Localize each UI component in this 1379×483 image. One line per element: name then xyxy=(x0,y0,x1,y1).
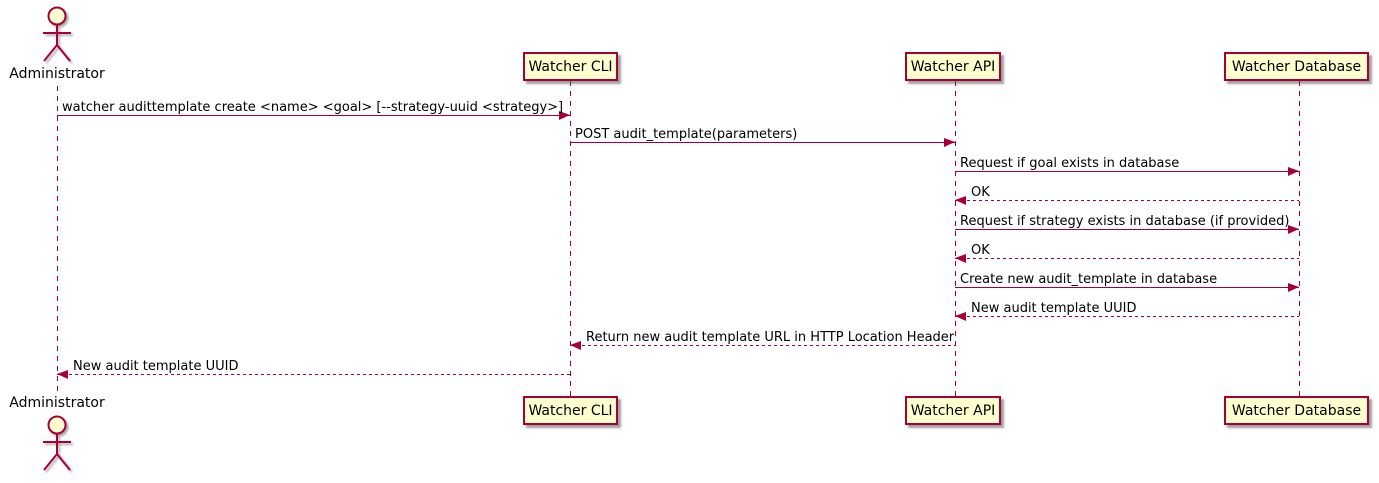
arrowhead-icon xyxy=(570,341,581,350)
participant-watcher-cli-bottom: Watcher CLI xyxy=(523,396,618,425)
message-line xyxy=(955,171,1299,172)
participant-watcher-cli-top: Watcher CLI xyxy=(523,52,618,81)
arrowhead-icon xyxy=(559,111,570,120)
message-line xyxy=(955,258,1299,259)
message-return-url-location-header: Return new audit template URL in HTTP Lo… xyxy=(570,330,955,350)
message-line xyxy=(955,229,1299,230)
actor-label-administrator-bottom: Administrator xyxy=(9,395,105,411)
actor-icon xyxy=(43,6,71,62)
lifeline-watcher-database xyxy=(1299,81,1300,396)
message-label: Request if goal exists in database xyxy=(960,156,1180,171)
lifeline-watcher-cli xyxy=(570,81,571,396)
message-line xyxy=(955,316,1299,317)
arrowhead-icon xyxy=(1288,283,1299,292)
message-label: POST audit_template(parameters) xyxy=(575,127,798,142)
message-label: New audit template UUID xyxy=(971,301,1137,316)
message-line xyxy=(57,374,570,375)
message-label: watcher audittemplate create <name> <goa… xyxy=(62,100,564,115)
arrowhead-icon xyxy=(1288,225,1299,234)
message-line xyxy=(955,200,1299,201)
message-label: OK xyxy=(971,185,990,200)
message-line xyxy=(955,287,1299,288)
message-label: New audit template UUID xyxy=(73,359,239,374)
message-label: Return new audit template URL in HTTP Lo… xyxy=(586,330,955,345)
message-strategy-ok: OK xyxy=(955,243,1299,263)
message-request-goal-exists: Request if goal exists in database xyxy=(955,156,1299,176)
message-new-audit-template-uuid-admin: New audit template UUID xyxy=(57,359,570,379)
arrowhead-icon xyxy=(1288,167,1299,176)
actor-label-administrator-top: Administrator xyxy=(9,66,105,82)
message-line xyxy=(57,115,570,116)
message-line xyxy=(570,142,955,143)
arrowhead-icon xyxy=(955,196,966,205)
arrowhead-icon xyxy=(944,138,955,147)
participant-watcher-database-top: Watcher Database xyxy=(1224,52,1369,81)
message-cli-create-audittemplate: watcher audittemplate create <name> <goa… xyxy=(57,100,570,120)
message-new-audit-template-uuid-db: New audit template UUID xyxy=(955,301,1299,321)
message-create-audit-template-db: Create new audit_template in database xyxy=(955,272,1299,292)
message-label: OK xyxy=(971,243,990,258)
lifeline-watcher-api xyxy=(955,81,956,396)
message-line xyxy=(570,345,955,346)
message-label: Create new audit_template in database xyxy=(960,272,1218,287)
arrowhead-icon xyxy=(955,312,966,321)
message-label: Request if strategy exists in database (… xyxy=(960,214,1290,229)
participant-watcher-api-bottom: Watcher API xyxy=(905,396,1001,425)
participant-watcher-database-bottom: Watcher Database xyxy=(1224,396,1369,425)
arrowhead-icon xyxy=(955,254,966,263)
participant-watcher-api-top: Watcher API xyxy=(905,52,1001,81)
message-goal-ok: OK xyxy=(955,185,1299,205)
actor-icon xyxy=(43,415,71,471)
message-request-strategy-exists: Request if strategy exists in database (… xyxy=(955,214,1299,234)
arrowhead-icon xyxy=(57,370,68,379)
message-post-audit-template: POST audit_template(parameters) xyxy=(570,127,955,147)
lifeline-administrator xyxy=(57,86,58,393)
